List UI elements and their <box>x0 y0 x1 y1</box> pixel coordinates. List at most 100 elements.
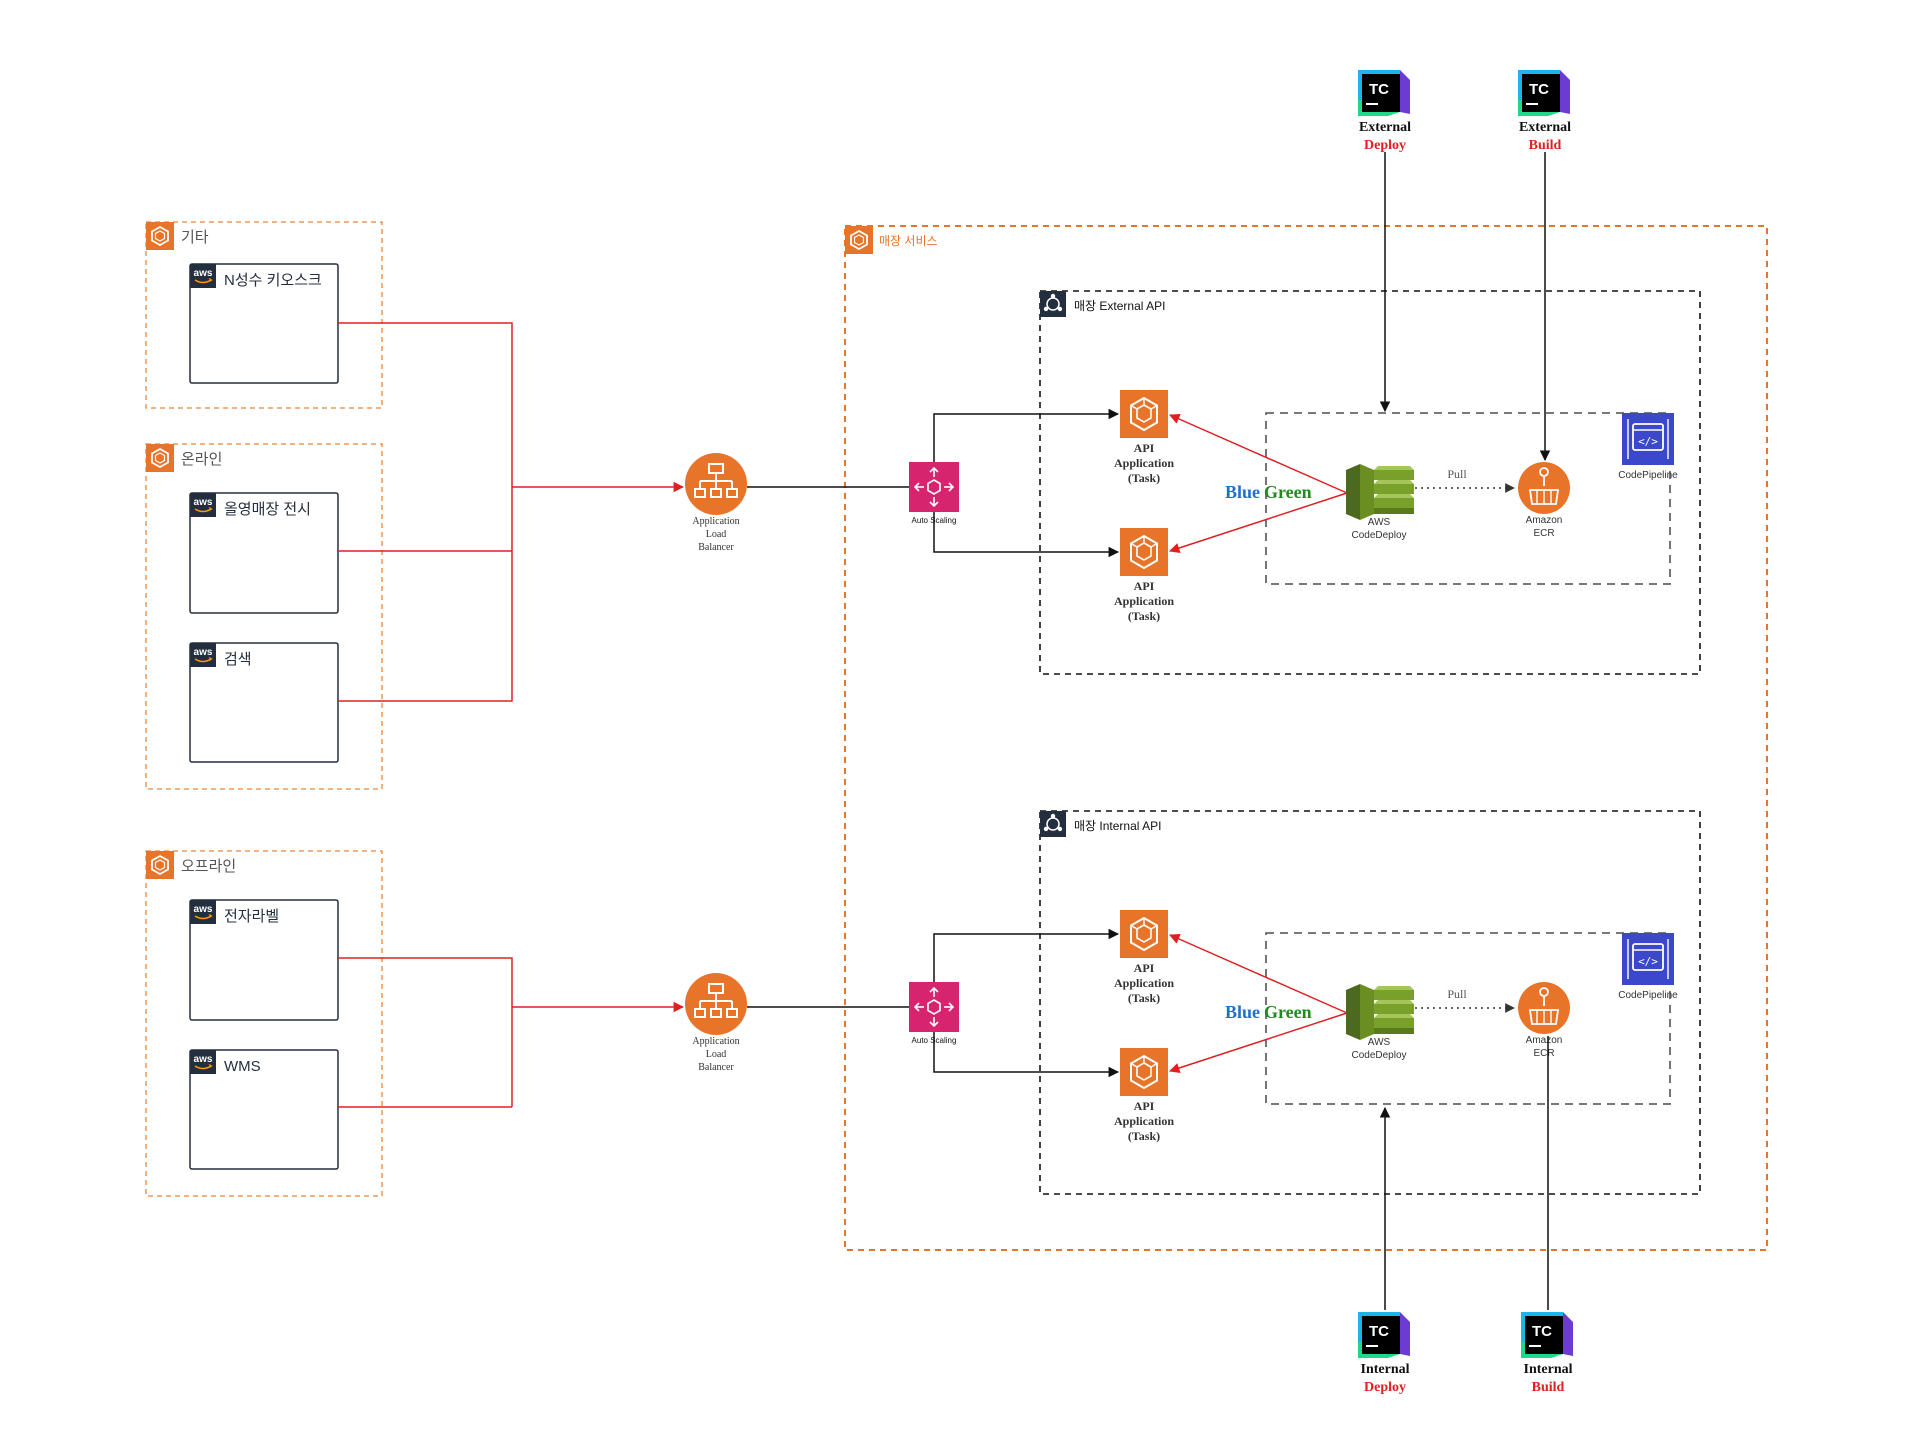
autoscaling-top[interactable]: Auto Scaling <box>908 461 960 525</box>
pull-label: Pull <box>1447 467 1467 481</box>
connector-line <box>933 512 1120 558</box>
internal-codepipeline[interactable]: CodePipeline <box>1618 932 1678 1001</box>
internal-codedeploy[interactable]: AWS CodeDeploy <box>1346 984 1414 1061</box>
connector-line <box>338 322 513 487</box>
client-connectors <box>338 322 685 1108</box>
task-label-line2: Application <box>1114 976 1174 990</box>
cluster-title: 매장 External API <box>1074 299 1165 313</box>
teamcity-logo-text: TC <box>1529 81 1549 98</box>
auto-scaling-icon <box>908 461 960 513</box>
ecs-task-icon <box>1119 527 1169 577</box>
autoscaling-label: Auto Scaling <box>912 516 957 525</box>
connector-line <box>933 1032 1120 1078</box>
external-codedeploy[interactable]: AWS CodeDeploy <box>1346 464 1414 541</box>
service-group-title: 매장 서비스 <box>879 234 938 248</box>
alb-label-line3: Balancer <box>698 1062 734 1073</box>
internal-task-1[interactable]: API Application (Task) <box>1114 909 1174 1005</box>
service-card-label: 검색 <box>224 651 252 668</box>
teamcity-external-build[interactable]: TC External Build <box>1518 70 1571 153</box>
teamcity-logo-text: TC <box>1369 81 1389 98</box>
connector-line <box>1169 934 1348 1014</box>
service-card-e-label[interactable]: 전자라벨 <box>189 899 339 1021</box>
green-label: Green <box>1264 482 1312 502</box>
group-online-border <box>145 443 383 790</box>
aws-group-icon <box>145 443 175 473</box>
external-task-1[interactable]: API Application (Task) <box>1114 389 1174 485</box>
cluster-border <box>1039 810 1701 1195</box>
task-label-line1: API <box>1134 579 1155 593</box>
task-label-line2: Application <box>1114 594 1174 608</box>
external-ecr[interactable]: Amazon ECR <box>1517 461 1571 539</box>
internal-task-2[interactable]: API Application (Task) <box>1114 1047 1174 1143</box>
aws-logo-icon <box>189 642 217 668</box>
cluster-border <box>1039 290 1701 675</box>
codedeploy-label-line2: CodeDeploy <box>1351 1050 1406 1061</box>
task-label-line1: API <box>1134 1099 1155 1113</box>
teamcity-label-line2: Build <box>1529 138 1562 153</box>
task-label-line3: (Task) <box>1128 471 1160 485</box>
teamcity-external-deploy[interactable]: TC External Deploy <box>1358 70 1411 153</box>
autoscaling-bottom[interactable]: Auto Scaling <box>908 981 960 1045</box>
codepipeline-label: CodePipeline <box>1618 470 1678 481</box>
alb-label-line1: Application <box>692 1036 739 1047</box>
service-card-search[interactable]: 검색 <box>189 642 339 763</box>
teamcity-label-line2: Deploy <box>1364 1380 1406 1395</box>
teamcity-connectors <box>1379 152 1551 1310</box>
teamcity-internal-build[interactable]: TC Internal Build <box>1521 1312 1573 1395</box>
codedeploy-icon <box>1346 464 1414 520</box>
connector-line <box>1169 414 1348 494</box>
task-label-line1: API <box>1134 961 1155 975</box>
deploy-group-border <box>1265 932 1671 1105</box>
teamcity-label-line1: Internal <box>1361 1362 1410 1377</box>
codedeploy-label-line2: CodeDeploy <box>1351 530 1406 541</box>
external-codepipeline[interactable]: CodePipeline <box>1618 412 1678 481</box>
teamcity-internal-deploy[interactable]: TC Internal Deploy <box>1358 1312 1410 1395</box>
connector-line <box>338 487 513 702</box>
group-offline-title: 오프라인 <box>181 858 236 875</box>
service-card-store-display[interactable]: 올영매장 전시 <box>189 492 339 614</box>
codedeploy-label-line1: AWS <box>1368 517 1391 528</box>
internal-ecr[interactable]: Amazon ECR <box>1517 981 1571 1059</box>
alb-to-autoscaling <box>747 486 910 1008</box>
connector-line <box>933 928 1120 982</box>
pull-label: Pull <box>1447 987 1467 1001</box>
codepipeline-icon <box>1621 412 1675 466</box>
aws-group-icon <box>145 850 175 880</box>
service-card-wms[interactable]: WMS <box>189 1049 339 1170</box>
alb-label-line3: Balancer <box>698 542 734 553</box>
ecr-label-line2: ECR <box>1533 528 1554 539</box>
external-task-2[interactable]: API Application (Task) <box>1114 527 1174 623</box>
green-label: Green <box>1264 1002 1312 1022</box>
ecs-task-icon <box>1119 1047 1169 1097</box>
connector-line <box>933 408 1120 462</box>
alb-top[interactable]: Application Load Balancer <box>684 452 748 553</box>
group-etc-title: 기타 <box>181 229 209 246</box>
task-label-line2: Application <box>1114 456 1174 470</box>
service-card-kiosk[interactable]: N성수 키오스크 <box>189 263 339 384</box>
load-balancer-icon <box>684 452 748 516</box>
teamcity-label-line2: Deploy <box>1364 138 1406 153</box>
load-balancer-icon <box>684 972 748 1036</box>
codepipeline-icon <box>1621 932 1675 986</box>
blue-label: Blue <box>1225 1002 1260 1022</box>
bluegreen-arrows <box>1169 414 1348 1074</box>
deploy-group-border <box>1265 412 1671 585</box>
connector-line <box>1169 492 1348 554</box>
aws-logo-icon <box>189 1049 217 1075</box>
task-label-line2: Application <box>1114 1114 1174 1128</box>
codepipeline-label: CodePipeline <box>1618 990 1678 1001</box>
group-offline: 오프라인 전자라벨 WMS <box>145 850 383 1197</box>
alb-bottom[interactable]: Application Load Balancer <box>684 972 748 1073</box>
service-card-label: 올영매장 전시 <box>224 501 311 518</box>
teamcity-label-line1: Internal <box>1524 1362 1573 1377</box>
ecr-icon <box>1517 981 1571 1035</box>
codedeploy-label-line1: AWS <box>1368 1037 1391 1048</box>
ecs-task-icon <box>1119 909 1169 959</box>
group-online-title: 온라인 <box>181 451 222 468</box>
group-offline-border <box>145 850 383 1197</box>
task-label-line3: (Task) <box>1128 609 1160 623</box>
